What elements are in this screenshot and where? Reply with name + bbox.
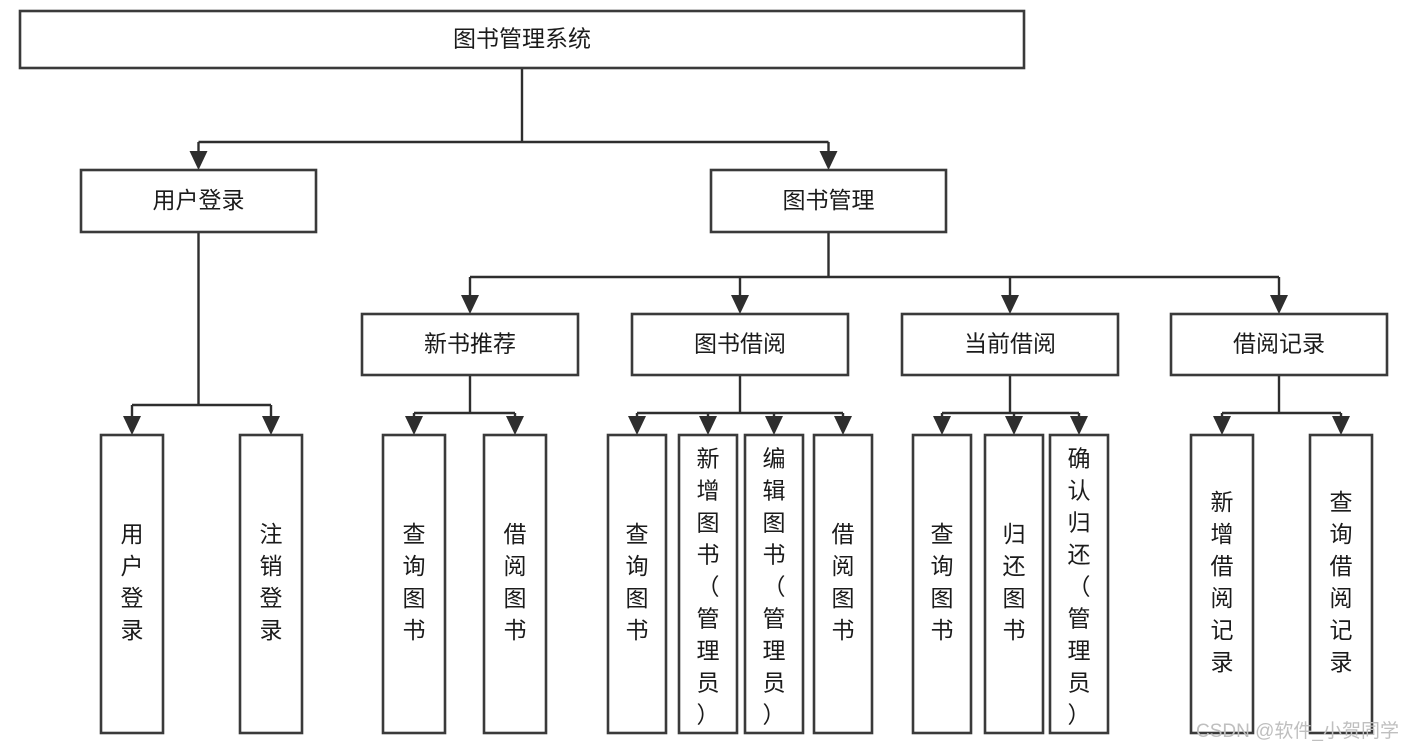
node-label: 借阅图书 bbox=[504, 521, 527, 643]
node-label: 查询借阅记录 bbox=[1330, 489, 1353, 675]
node-level3-2[interactable]: 当前借阅 bbox=[900, 312, 1120, 377]
node-box bbox=[1169, 312, 1389, 377]
node-label: 编辑图书（管理员） bbox=[763, 446, 786, 728]
leaf-arrow-4-1-arrowhead bbox=[1332, 416, 1350, 435]
node-level3-1[interactable]: 图书借阅 bbox=[630, 312, 850, 377]
node-layer: 图书管理系统用户登录图书管理新书推荐图书借阅当前借阅借阅记录用户登录注销登录查询… bbox=[18, 9, 1389, 735]
node-leaf-0[interactable]: 用户登录 bbox=[99, 433, 165, 735]
node-leaf-9[interactable]: 归还图书 bbox=[983, 433, 1045, 735]
node-box bbox=[677, 433, 739, 735]
node-leaf-6[interactable]: 编辑图书（管理员） bbox=[743, 433, 805, 735]
node-level2-1[interactable]: 图书管理 bbox=[709, 168, 948, 234]
leaf-arrow-2-2-arrowhead bbox=[765, 416, 783, 435]
node-label: 新增图书（管理员） bbox=[697, 446, 720, 728]
node-label: 借阅记录 bbox=[1233, 331, 1325, 357]
root-to-level2-0-arrowhead bbox=[189, 151, 208, 170]
node-leaf-12[interactable]: 查询借阅记录 bbox=[1308, 433, 1374, 735]
node-leaf-2[interactable]: 查询图书 bbox=[381, 433, 447, 735]
node-box bbox=[1189, 433, 1255, 735]
node-leaf-11[interactable]: 新增借阅记录 bbox=[1189, 433, 1255, 735]
node-box bbox=[743, 433, 805, 735]
node-level3-3[interactable]: 借阅记录 bbox=[1169, 312, 1389, 377]
node-box bbox=[99, 433, 165, 735]
leaf-arrow-0-1-arrowhead bbox=[262, 416, 280, 435]
node-box bbox=[983, 433, 1045, 735]
bookmgmt-to-level3-0-arrowhead bbox=[461, 295, 479, 314]
node-leaf-3[interactable]: 借阅图书 bbox=[482, 433, 548, 735]
connector-layer bbox=[123, 68, 1350, 435]
leaf-arrow-3-2-arrowhead bbox=[1070, 416, 1088, 435]
leaf-arrow-0-0-arrowhead bbox=[123, 416, 141, 435]
node-label: 注销登录 bbox=[260, 521, 283, 643]
bookmgmt-to-level3-3-arrowhead bbox=[1270, 295, 1288, 314]
node-label: 确认归还（管理员） bbox=[1068, 446, 1091, 728]
node-box bbox=[1048, 433, 1110, 735]
node-leaf-7[interactable]: 借阅图书 bbox=[812, 433, 874, 735]
leaf-arrow-2-1-arrowhead bbox=[699, 416, 717, 435]
node-label: 借阅图书 bbox=[832, 521, 855, 643]
node-label: 新增借阅记录 bbox=[1211, 489, 1234, 675]
node-box bbox=[360, 312, 580, 377]
leaf-arrow-1-0-arrowhead bbox=[405, 416, 423, 435]
node-label: 查询图书 bbox=[626, 521, 649, 643]
leaf-arrow-3-0-arrowhead bbox=[933, 416, 951, 435]
node-box bbox=[238, 433, 304, 735]
node-box bbox=[79, 168, 318, 234]
node-box bbox=[1308, 433, 1374, 735]
leaf-arrow-1-1-arrowhead bbox=[506, 416, 524, 435]
bookmgmt-to-level3-1-arrowhead bbox=[731, 295, 749, 314]
node-label: 归还图书 bbox=[1003, 521, 1026, 643]
leaf-arrow-4-0-arrowhead bbox=[1213, 416, 1231, 435]
bookmgmt-to-level3-2-arrowhead bbox=[1001, 295, 1019, 314]
node-box bbox=[709, 168, 948, 234]
node-label: 查询图书 bbox=[403, 521, 426, 643]
node-leaf-5[interactable]: 新增图书（管理员） bbox=[677, 433, 739, 735]
node-box bbox=[482, 433, 548, 735]
node-box bbox=[911, 433, 973, 735]
node-leaf-4[interactable]: 查询图书 bbox=[606, 433, 668, 735]
node-box bbox=[606, 433, 668, 735]
root-to-level2-1-arrowhead bbox=[819, 151, 838, 170]
node-box bbox=[18, 9, 1026, 70]
node-label: 用户登录 bbox=[153, 187, 245, 213]
node-root-0[interactable]: 图书管理系统 bbox=[18, 9, 1026, 70]
node-label: 图书借阅 bbox=[694, 331, 786, 357]
node-leaf-8[interactable]: 查询图书 bbox=[911, 433, 973, 735]
node-level2-0[interactable]: 用户登录 bbox=[79, 168, 318, 234]
leaf-arrow-3-1-arrowhead bbox=[1005, 416, 1023, 435]
node-box bbox=[900, 312, 1120, 377]
node-label: 图书管理系统 bbox=[453, 26, 591, 52]
node-label: 当前借阅 bbox=[964, 331, 1056, 357]
node-leaf-10[interactable]: 确认归还（管理员） bbox=[1048, 433, 1110, 735]
node-label: 查询图书 bbox=[931, 521, 954, 643]
leaf-arrow-2-0-arrowhead bbox=[628, 416, 646, 435]
node-label: 图书管理 bbox=[783, 187, 875, 213]
node-box bbox=[381, 433, 447, 735]
node-leaf-1[interactable]: 注销登录 bbox=[238, 433, 304, 735]
node-label: 用户登录 bbox=[121, 521, 144, 643]
node-box bbox=[630, 312, 850, 377]
node-level3-0[interactable]: 新书推荐 bbox=[360, 312, 580, 377]
leaf-arrow-2-3-arrowhead bbox=[834, 416, 852, 435]
node-label: 新书推荐 bbox=[424, 331, 516, 357]
node-box bbox=[812, 433, 874, 735]
